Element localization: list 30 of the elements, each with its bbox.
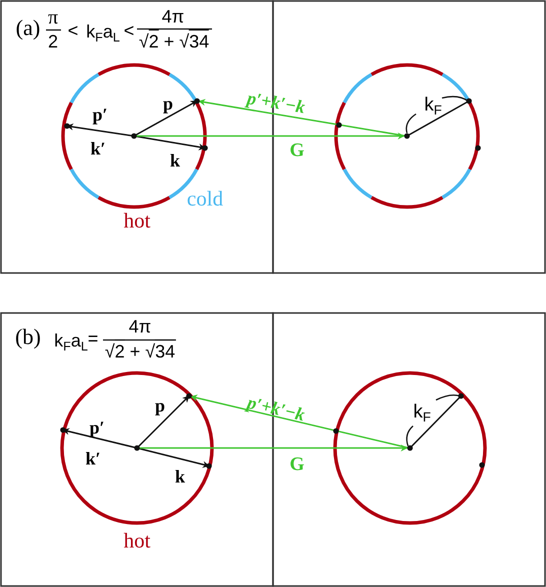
vector-label: G [290, 454, 304, 476]
vector-label: k′ [85, 448, 101, 470]
formula-text: √2 + √34 [138, 32, 210, 52]
vector-label: G [290, 140, 304, 162]
vector-label: p [163, 94, 173, 114]
formula-text: < [68, 20, 78, 42]
vector-label: k$_{F}$ [424, 94, 442, 118]
formula-text: k$_{F}$a$_{L}$ [54, 330, 88, 354]
vector-label: p′+k′−k [245, 392, 307, 426]
region-label: hot [124, 528, 150, 554]
formula-text: = [88, 328, 98, 350]
formula-text: < [124, 20, 134, 42]
vector-label: k [170, 150, 180, 172]
region-label: cold [186, 186, 224, 212]
formula-text: 4π [128, 316, 152, 338]
formula-text: k$_{F}$a$_{L}$ [86, 22, 120, 44]
region-label: hot [124, 208, 150, 234]
formula-text: 4π [162, 6, 184, 28]
vector-label: p′+k′−k [246, 88, 306, 118]
vector-label: p′ [92, 104, 108, 126]
panel-label: (a) [16, 15, 40, 41]
formula-text: √2 + √34 [104, 342, 176, 362]
vector-label: k$_{F}$ [413, 402, 431, 424]
panel-label: (b) [15, 324, 41, 350]
formula-text: 2 [48, 32, 58, 52]
vector-label: k [175, 466, 185, 488]
vector-label: p [155, 396, 165, 416]
formula-text: π [48, 6, 58, 30]
vector-label: k′ [90, 138, 106, 160]
vector-label: p′ [89, 418, 105, 438]
